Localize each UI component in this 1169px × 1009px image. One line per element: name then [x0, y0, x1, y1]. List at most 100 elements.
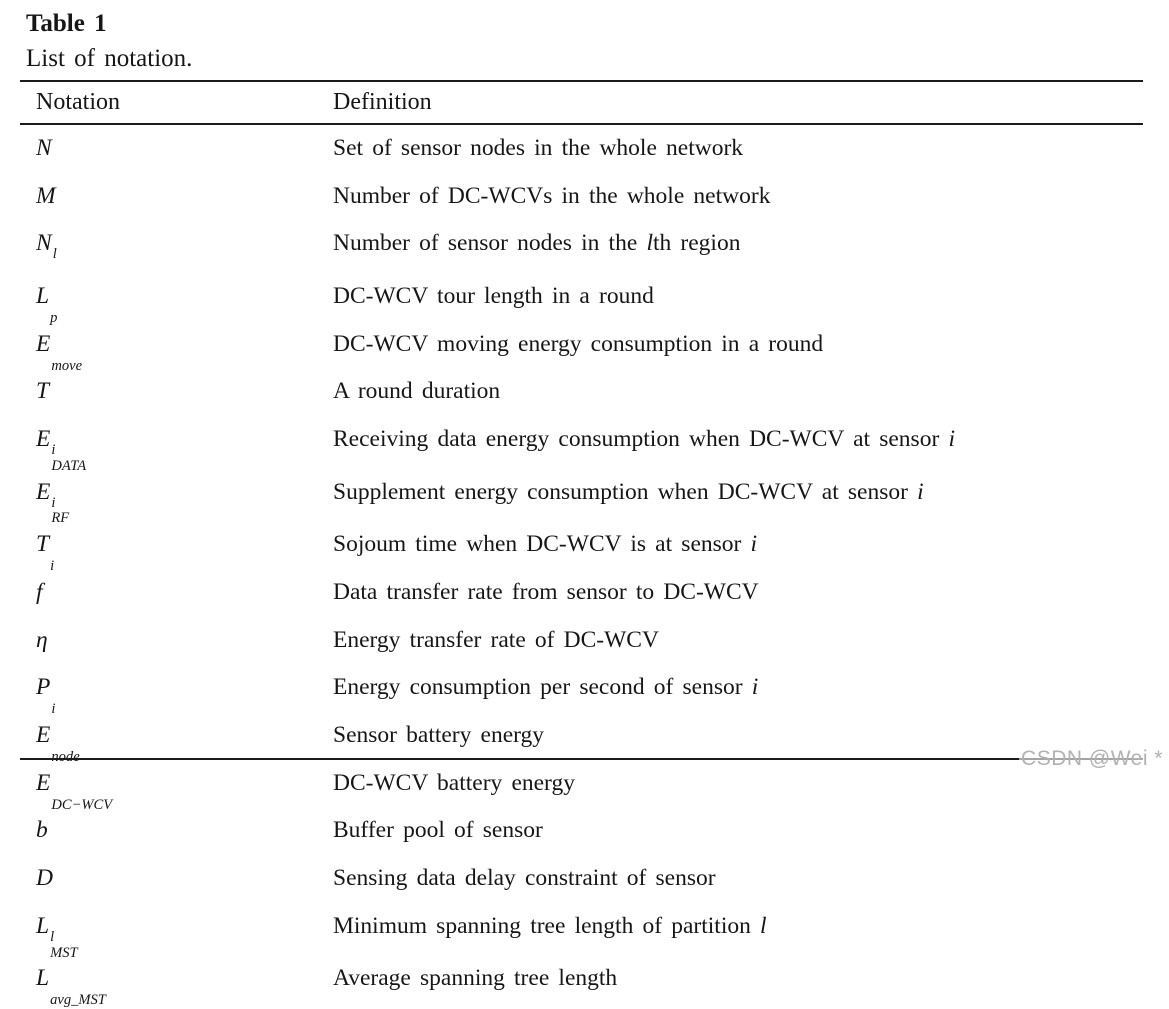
- definition-text: DC-WCV tour length in a round: [333, 282, 654, 309]
- notation-supsub: DC−WCV: [51, 782, 112, 813]
- notation-superscript: l: [50, 928, 55, 945]
- notation-subscript: move: [51, 357, 83, 374]
- notation-symbol: N: [36, 135, 52, 161]
- notation-symbol: P: [36, 674, 51, 701]
- definition-italic-var: l: [760, 912, 767, 939]
- notation-subscript: DC−WCV: [51, 796, 113, 813]
- notation-symbol: T: [36, 531, 50, 558]
- col-header-definition: Definition: [333, 89, 432, 115]
- notation-superscript: [51, 782, 112, 798]
- notation-subscript: i: [50, 558, 55, 575]
- definition-text: DC-WCV battery energy: [333, 769, 575, 796]
- definition-cell: Average spanning tree length: [333, 961, 1143, 1009]
- definition-text: Number of sensor nodes in the: [333, 230, 647, 257]
- notation-supsub: i: [51, 687, 55, 718]
- definition-text: Minimum spanning tree length of partitio…: [333, 912, 761, 939]
- notation-symbol: E: [36, 330, 51, 357]
- notation-superscript: i: [51, 494, 56, 511]
- notation-symbol: T: [36, 378, 50, 405]
- definition-cell: Number of DC-WCVs in the whole network: [333, 179, 1143, 227]
- definition-cell: Number of sensor nodes in the lth region: [333, 226, 1143, 278]
- definition-text: Receiving data energy consumption when D…: [333, 426, 949, 453]
- notation-subscript: RF: [51, 510, 70, 527]
- definition-text: Sojoum time when DC-WCV is at sensor: [333, 531, 751, 558]
- table-row: M Number of DC-WCVs in the whole network: [36, 179, 1143, 227]
- notation-symbol: E: [36, 426, 51, 453]
- table-row: f Data transfer rate from sensor to DC-W…: [36, 575, 1143, 623]
- definition-cell: Supplement energy consumption when DC-WC…: [333, 475, 1143, 527]
- notation-symbol: η: [36, 626, 48, 653]
- notation-superscript: [51, 343, 82, 359]
- definition-text-after: th region: [652, 230, 741, 257]
- notation-subscript: node: [51, 749, 79, 766]
- definition-italic-var: i: [948, 426, 955, 453]
- definition-italic-var: i: [751, 674, 759, 701]
- notation-supsub: move: [51, 343, 82, 374]
- notation-cell: T: [36, 374, 333, 422]
- definition-text: Sensor battery energy: [333, 722, 545, 749]
- notation-superscript: i: [51, 442, 56, 459]
- notation-symbol: N: [36, 230, 52, 257]
- definition-text: Data transfer rate from sensor to DC-WCV: [333, 578, 759, 605]
- notation-symbol: E: [36, 722, 51, 749]
- table-row: b Buffer pool of sensor: [36, 813, 1143, 861]
- notation-symbol: E: [36, 769, 51, 796]
- definition-italic-var: l: [646, 230, 653, 257]
- notation-subscript: MST: [50, 944, 78, 961]
- notation-supsub: i: [50, 543, 54, 574]
- definition-cell: Buffer pool of sensor: [333, 813, 1143, 861]
- definition-italic-var: i: [750, 531, 758, 558]
- notation-supsub: l: [53, 247, 57, 278]
- table-row: D Sensing data delay constraint of senso…: [36, 861, 1143, 909]
- notation-cell: D: [36, 861, 333, 909]
- definition-cell: Energy transfer rate of DC-WCV: [333, 623, 1143, 671]
- definition-text: Energy consumption per second of sensor: [333, 674, 752, 701]
- notation-symbol: D: [36, 865, 53, 892]
- notation-symbol: M: [36, 182, 56, 209]
- notation-symbol: L: [36, 965, 50, 992]
- notation-symbol: b: [36, 817, 48, 844]
- notation-cell: Enode: [36, 718, 333, 766]
- definition-cell: Sensing data delay constraint of sensor: [333, 861, 1143, 909]
- definition-text: Average spanning tree length: [333, 965, 618, 992]
- notation-cell: η: [36, 623, 333, 671]
- definition-text: Supplement energy consumption when DC-WC…: [333, 478, 918, 505]
- notation-table-body: N Set of sensor nodes in the whole netwo…: [20, 127, 1143, 1009]
- notation-superscript: [51, 734, 79, 750]
- col-header-notation: Notation: [36, 89, 120, 115]
- notation-subscript: DATA: [51, 457, 87, 474]
- notation-superscript: [51, 687, 55, 703]
- definition-text: Sensing data delay constraint of sensor: [333, 865, 716, 892]
- definition-text: Set of sensor nodes in the whole network: [333, 135, 744, 161]
- definition-cell: DC-WCV tour length in a round: [333, 279, 1143, 327]
- notation-superscript: [50, 295, 57, 311]
- notation-subscript: avg_MST: [50, 992, 106, 1009]
- table-header-row: Notation Definition: [20, 80, 1143, 125]
- definition-cell: Data transfer rate from sensor to DC-WCV: [333, 575, 1143, 623]
- definition-cell: Set of sensor nodes in the whole network: [333, 131, 1143, 179]
- definition-italic-var: i: [917, 478, 924, 505]
- notation-supsub: node: [51, 734, 79, 765]
- definition-cell: A round duration: [333, 374, 1143, 422]
- table-row: η Energy transfer rate of DC-WCV: [36, 623, 1143, 671]
